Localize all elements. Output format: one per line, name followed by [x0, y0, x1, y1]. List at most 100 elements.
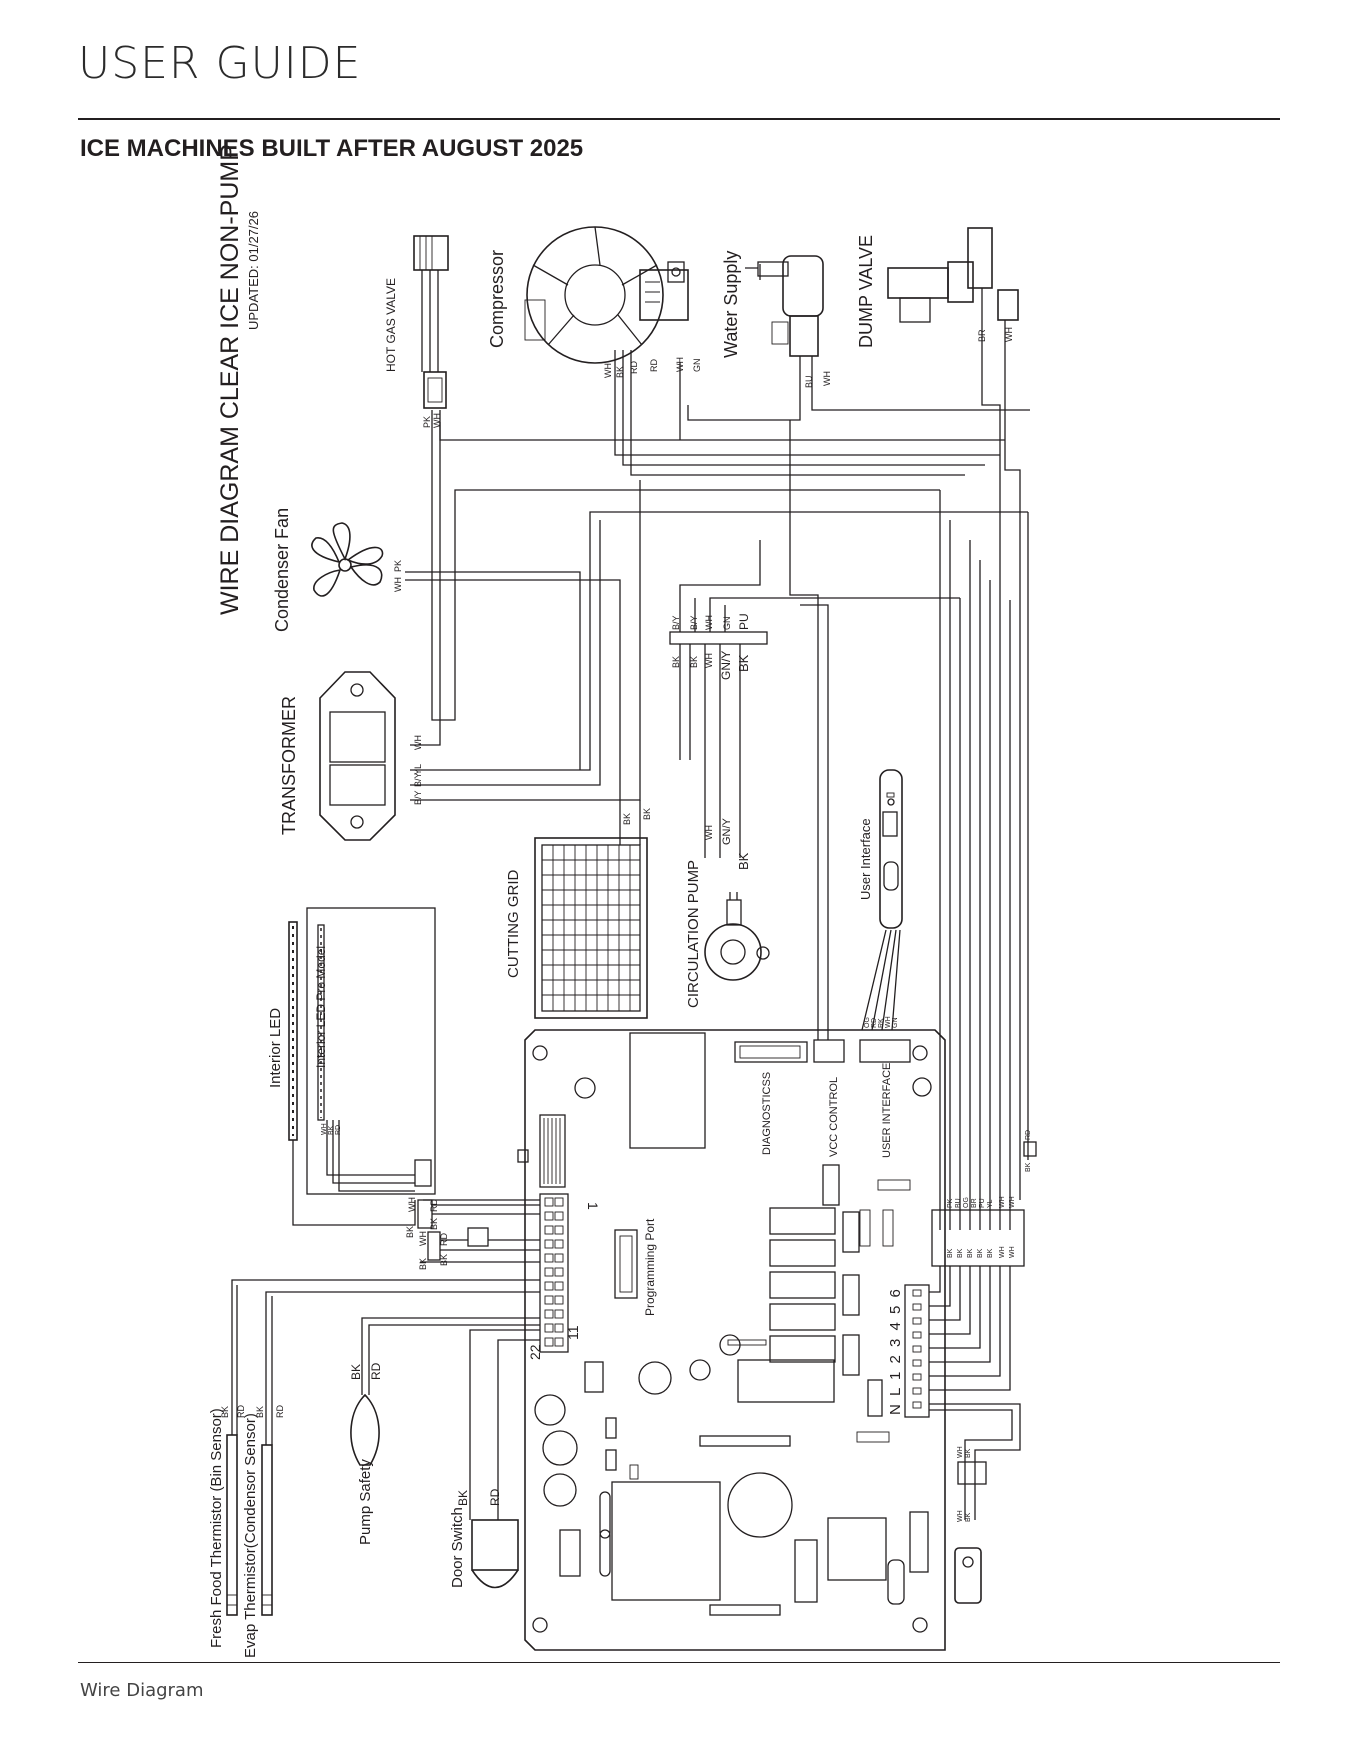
label-condenser-fan: Condenser Fan	[272, 508, 292, 632]
wl-ws-bu: BU	[804, 375, 814, 388]
wl-hdr-wh: WH	[407, 1197, 417, 1212]
wl-pb-wh2: WH	[704, 653, 714, 668]
wl-bus-bk6: BK	[1025, 1162, 1032, 1172]
wl-led-rd: RD	[335, 1125, 342, 1135]
wl-pc-wh: WH	[957, 1446, 964, 1458]
wl-bus-wh4: WH	[1009, 1246, 1016, 1258]
control-board	[517, 1029, 946, 1651]
wl-hdr-bk4: BK	[439, 1254, 449, 1266]
wl-tr-yl: YL	[413, 764, 423, 775]
wl-pb-bk3: BK	[736, 654, 751, 672]
wl-pb-gn: GN	[722, 617, 732, 631]
transformer	[319, 671, 396, 841]
wl-comp-wh: WH	[603, 363, 613, 378]
guide-title: USER GUIDE	[78, 38, 362, 89]
wire-harness	[292, 340, 1037, 1604]
wl-ff-rd: RD	[236, 1405, 246, 1418]
wl-bus-bk: BK	[947, 1248, 954, 1258]
wl-led-bk: BK	[328, 1125, 335, 1135]
wl-fan-wh: WH	[393, 577, 403, 592]
label-diagnostics: DIAGNOSTICSS	[761, 1072, 773, 1155]
label-user-interface: User Interface	[858, 818, 873, 900]
diagram-title: WIRE DIAGRAM CLEAR ICE NON-PUMP	[216, 144, 244, 615]
wl-pb-bk2: BK	[689, 656, 699, 668]
wl-hg-wh: WH	[432, 413, 442, 428]
wl-bus-pk: PK	[947, 1198, 954, 1208]
label-evap-thermistor: Evap Thermistor(Condensor Sensor)	[242, 1413, 259, 1658]
wl-hg-pk: PK	[422, 416, 432, 428]
wl-pb-by2: B/Y	[689, 615, 699, 630]
wl-dv-wh: WH	[1004, 327, 1014, 342]
compressor	[524, 226, 689, 364]
label-pump-safety: Pump Safety	[357, 1459, 374, 1545]
wl-ui-rk: RK	[878, 1018, 885, 1028]
wl-cp-wh: WH	[704, 825, 714, 840]
door-switch	[469, 1329, 540, 1589]
wl-pb-pu: PU	[737, 613, 751, 630]
label-compressor: Compressor	[487, 250, 507, 348]
wl-pb-gny: GN/Y	[719, 651, 733, 680]
footer-label: Wire Diagram	[80, 1680, 204, 1701]
terminal-labels: N L 1 2 3 4 5 6	[887, 1287, 904, 1415]
label-water-supply: Water Supply	[721, 251, 741, 358]
thermistors	[226, 1279, 540, 1616]
wl-comp-wh2: WH	[675, 357, 685, 372]
wl-pc-bk: BK	[965, 1448, 972, 1458]
label-fresh-food-thermistor: Fresh Food Thermistor (Bin Sensor)	[208, 1408, 225, 1648]
wl-bus-pu: PU	[979, 1198, 986, 1208]
wl-bus-yl: YL	[987, 1199, 994, 1208]
wl-cp-gny: GN/Y	[721, 817, 733, 845]
wl-pb-bk: BK	[671, 656, 681, 668]
wl-ui-og: OG	[864, 1017, 871, 1028]
wl-bus-bk3: BK	[967, 1248, 974, 1258]
wl-bus-wh3: WH	[999, 1246, 1006, 1258]
wl-ev-bk: BK	[255, 1406, 265, 1418]
wl-bus-bu: BU	[955, 1198, 962, 1208]
wl-bus-br: BR	[971, 1198, 978, 1208]
pin-22-label: 22	[527, 1344, 543, 1360]
label-door-switch: Door Switch	[449, 1507, 466, 1588]
wl-bus-wh2: WH	[1009, 1196, 1016, 1208]
wl-ws-wh: WH	[822, 371, 832, 386]
wl-hdr-bk3: BK	[418, 1258, 428, 1270]
label-circulation-pump: CIRCULATION PUMP	[685, 860, 702, 1008]
wl-hdr-bk: BK	[405, 1226, 415, 1238]
wl-comp-rd: RD	[629, 361, 639, 374]
wl-ds-bk: BK	[456, 1490, 470, 1506]
wl-bus-bk2: BK	[957, 1248, 964, 1258]
wl-hdr-wh2: WH	[418, 1231, 428, 1246]
condenser-fan	[311, 522, 384, 597]
water-supply	[745, 255, 824, 390]
hot-gas-valve	[413, 235, 449, 409]
wl-cp-bk: BK	[736, 852, 751, 870]
wl-comp-gn: GN	[692, 359, 702, 373]
wl-led-wh: WH	[321, 1123, 328, 1135]
wl-dv-br: BR	[977, 329, 987, 342]
dump-valve	[887, 227, 1019, 345]
header-rule	[78, 118, 1280, 120]
circulation-pump	[704, 892, 770, 981]
wl-bus-wh: WH	[999, 1196, 1006, 1208]
wl-comp-bk: BK	[615, 366, 625, 378]
label-hot-gas-valve: HOT GAS VALVE	[384, 278, 398, 372]
wl-ps-rd: RD	[369, 1362, 383, 1380]
section-title: ICE MACHINES BUILT AFTER AUGUST 2025	[80, 135, 584, 162]
wl-ui-gn: GN	[892, 1018, 899, 1029]
pin-1-label: 1	[585, 1202, 601, 1210]
wl-hdr-rd: RD	[429, 1199, 439, 1212]
wl-ui-wh: WH	[885, 1016, 892, 1028]
wl-pc-wh2: WH	[957, 1510, 964, 1522]
wl-comp-rd2: RD	[649, 359, 659, 372]
label-interior-led: Interior LED	[267, 1008, 284, 1088]
footer-rule	[78, 1662, 1280, 1663]
wl-tr-by2: B/Y	[413, 772, 423, 787]
cutting-grid	[534, 837, 648, 1019]
wl-pc-bk2: BK	[965, 1512, 972, 1522]
wire-code-labels: WH PK PK WH WH BK RD RD WH GN BU WH BR W…	[220, 327, 1032, 1522]
wl-bus-rd: RD	[1025, 1130, 1032, 1140]
label-transformer: TRANSFORMER	[279, 696, 299, 835]
wl-pb-wh: WH	[704, 615, 714, 630]
wl-ev-rd: RD	[275, 1405, 285, 1418]
wl-pb-by: B/Y	[671, 615, 681, 630]
